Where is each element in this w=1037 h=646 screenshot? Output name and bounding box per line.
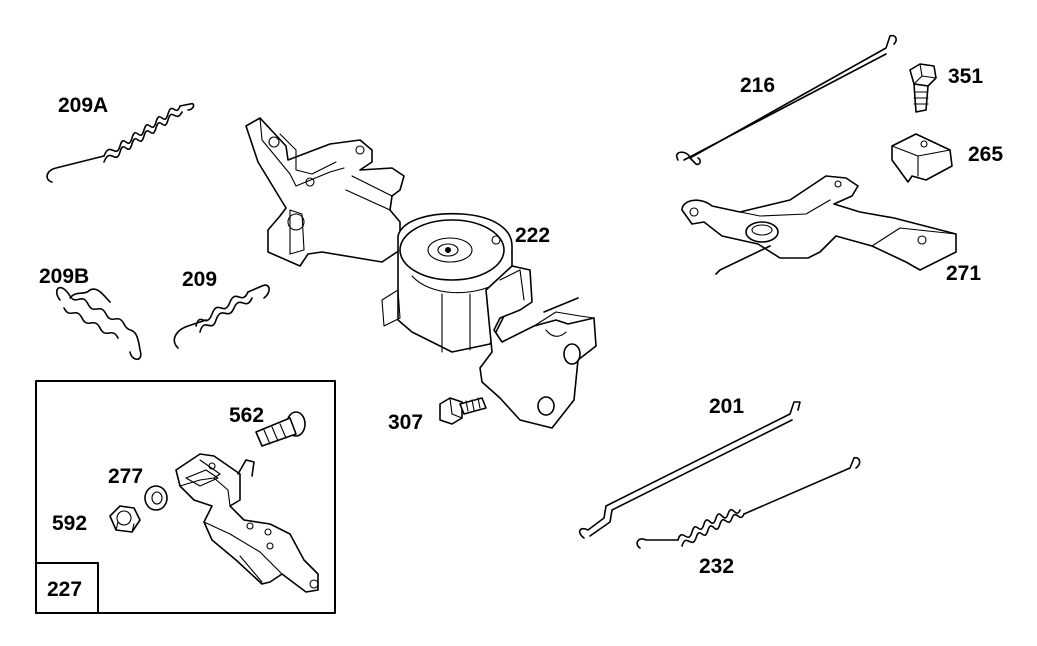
label-351: 351 (948, 65, 983, 88)
label-592: 592 (52, 512, 87, 535)
label-227: 227 (47, 578, 82, 601)
spring-232 (636, 456, 861, 549)
label-209a: 209A (58, 94, 108, 117)
label-209: 209 (182, 268, 217, 291)
lever-227 (175, 453, 319, 593)
bolt-351 (909, 63, 937, 113)
part-labels: 209A 209B 209 222 307 216 351 265 271 20… (39, 65, 1003, 601)
nut-592 (109, 505, 141, 533)
label-265: 265 (968, 143, 1003, 166)
screw-562 (255, 411, 306, 447)
spring-209b (55, 286, 142, 361)
clip-265 (891, 133, 953, 183)
label-216: 216 (740, 74, 775, 97)
label-562: 562 (229, 404, 264, 427)
rod-216 (675, 34, 897, 166)
label-201: 201 (709, 395, 744, 418)
rod-201 (578, 401, 801, 539)
screw-307 (439, 397, 487, 425)
label-307: 307 (388, 411, 423, 434)
washer-277 (144, 485, 168, 511)
spring-209a (46, 102, 195, 183)
inset-227 (35, 380, 336, 614)
spring-209 (173, 284, 270, 349)
label-271: 271 (946, 262, 981, 285)
control-bracket-222 (245, 117, 597, 429)
bracket-271 (681, 175, 957, 275)
label-222: 222 (515, 224, 550, 247)
label-209b: 209B (39, 265, 89, 288)
label-232: 232 (699, 555, 734, 578)
label-277: 277 (108, 465, 143, 488)
